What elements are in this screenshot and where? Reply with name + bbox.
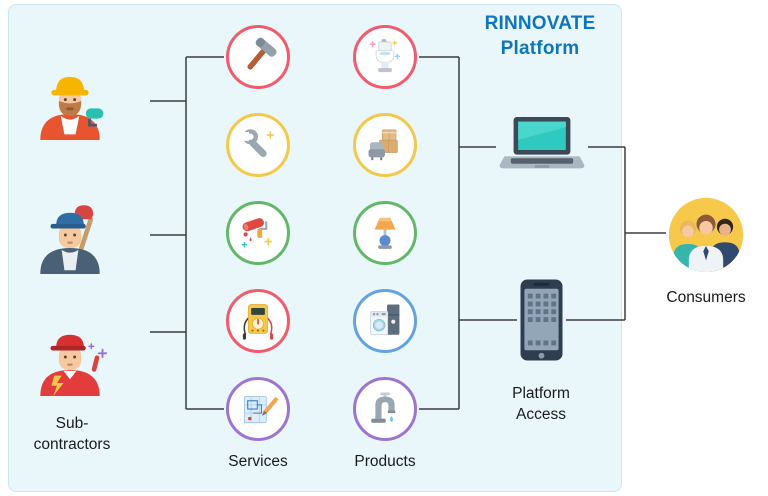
blueprint-icon: [243, 396, 279, 424]
hammer-icon: [247, 37, 277, 70]
appliances-icon: [370, 304, 400, 336]
platform-access-label: Platform Access: [512, 385, 570, 423]
laptop-icon: [499, 117, 585, 169]
service-item-wrench: [226, 113, 290, 177]
paint-roller-icon: [241, 218, 273, 248]
subcontractor-electrician: [28, 318, 112, 401]
services-label: Services: [228, 453, 288, 470]
page-title: RINNOVATE Platform: [484, 13, 596, 59]
service-item-multimeter: [226, 289, 290, 353]
subcontractor-plumber: [28, 196, 112, 279]
consumers-label: Consumers: [666, 289, 746, 306]
electrician-avatar-icon: [40, 334, 108, 396]
wrench-icon: [240, 129, 275, 157]
plumber-avatar-icon: [40, 205, 100, 274]
consumers-group-icon: [668, 197, 744, 273]
product-item-lamp: [353, 201, 417, 265]
product-item-appliances: [353, 289, 417, 353]
service-item-blueprint: [226, 377, 290, 441]
product-item-faucet: [353, 377, 417, 441]
furniture-icon: [368, 129, 398, 161]
toilet-icon: [369, 39, 401, 73]
service-item-paint-roller: [226, 201, 290, 265]
service-item-hammer: [226, 25, 290, 89]
lamp-icon: [374, 217, 396, 249]
faucet-icon: [371, 392, 396, 423]
platform-device-laptop: [498, 115, 586, 179]
painter-avatar-icon: [40, 76, 104, 140]
platform-device-phone: [519, 278, 564, 367]
subcontractor-painter: [28, 62, 112, 145]
smartphone-icon: [520, 279, 563, 361]
subcontractors-label: Sub- contractors: [33, 415, 111, 453]
product-item-furniture: [353, 113, 417, 177]
product-item-toilet: [353, 25, 417, 89]
consumers-avatar: [668, 197, 744, 278]
products-label: Products: [354, 453, 416, 470]
multimeter-icon: [242, 304, 274, 340]
